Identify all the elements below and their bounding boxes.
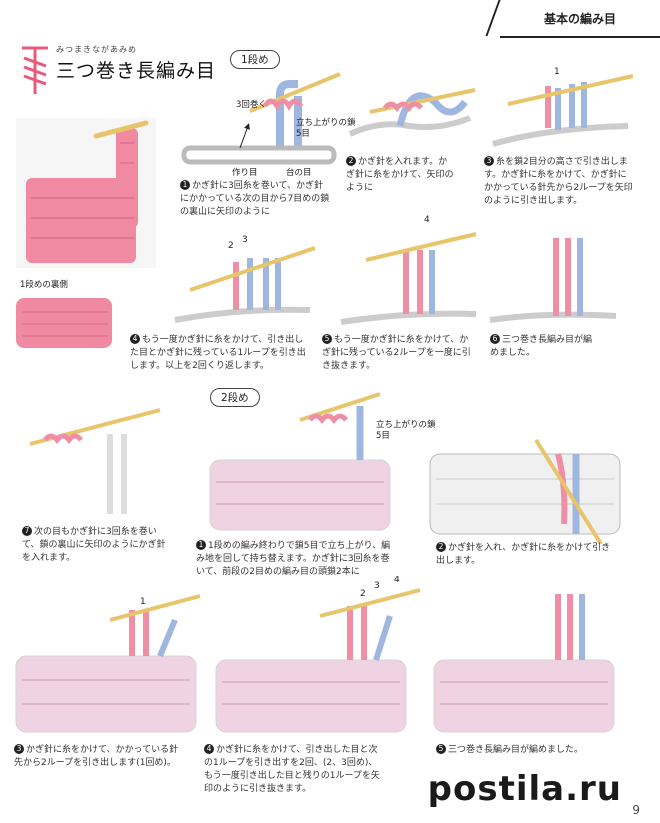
arrow-label-3: 3 [242,235,248,245]
photo-caption: 1段めの裏側 [20,280,68,290]
arrow-label-4: 4 [424,215,430,225]
section-header: 基本の編み目 [500,0,660,38]
row2-diagram-7 [29,408,161,514]
row1-diagram-2 [348,88,476,137]
swatch-back-photo [16,298,112,348]
row2-diagram-3: 1 [15,594,201,733]
arrow-label-1: 1 [554,67,560,77]
row2-badge: 2段め [210,388,260,407]
row2-diagram-4: 2 3 4 [215,576,421,733]
row2-diagram-2 [429,438,621,544]
row1-diagram-1 [181,72,341,165]
page-title: 三つ巻き長編み目 [56,60,217,82]
title-ruby: みつまきながあみめ [56,45,137,54]
label-standup-row2: 立ち上がりの鎖5目 [376,420,436,441]
svg-text:1: 1 [140,597,146,607]
watermark-text: postila.ru [427,769,622,809]
label-chain: 作り目 [232,168,258,178]
row1-badge: 1段め [230,50,280,69]
svg-text:2: 2 [360,589,366,599]
triple-treble-symbol-icon [22,46,48,94]
page-number: 9 [632,803,640,817]
label-standup-row1: 立ち上がりの鎖5目 [296,118,356,139]
label-wrap3: 3回巻く [236,100,267,110]
row2-diagram-1 [209,392,391,531]
swatch-photo [16,118,156,268]
watermark: postila.ru [428,769,622,809]
section-title: 基本の編み目 [543,11,616,26]
row1-diagram-4: 2 3 [174,235,316,323]
row2-diagram-5 [433,594,615,733]
svg-text:4: 4 [394,576,400,585]
svg-text:3: 3 [374,581,380,591]
label-base: 台の目 [286,168,312,178]
row1-diagram-5: 4 [340,215,477,325]
row1-diagram-3: 1 [492,67,634,147]
row1-diagram-6 [489,238,617,323]
arrow-label-2: 2 [228,241,234,251]
